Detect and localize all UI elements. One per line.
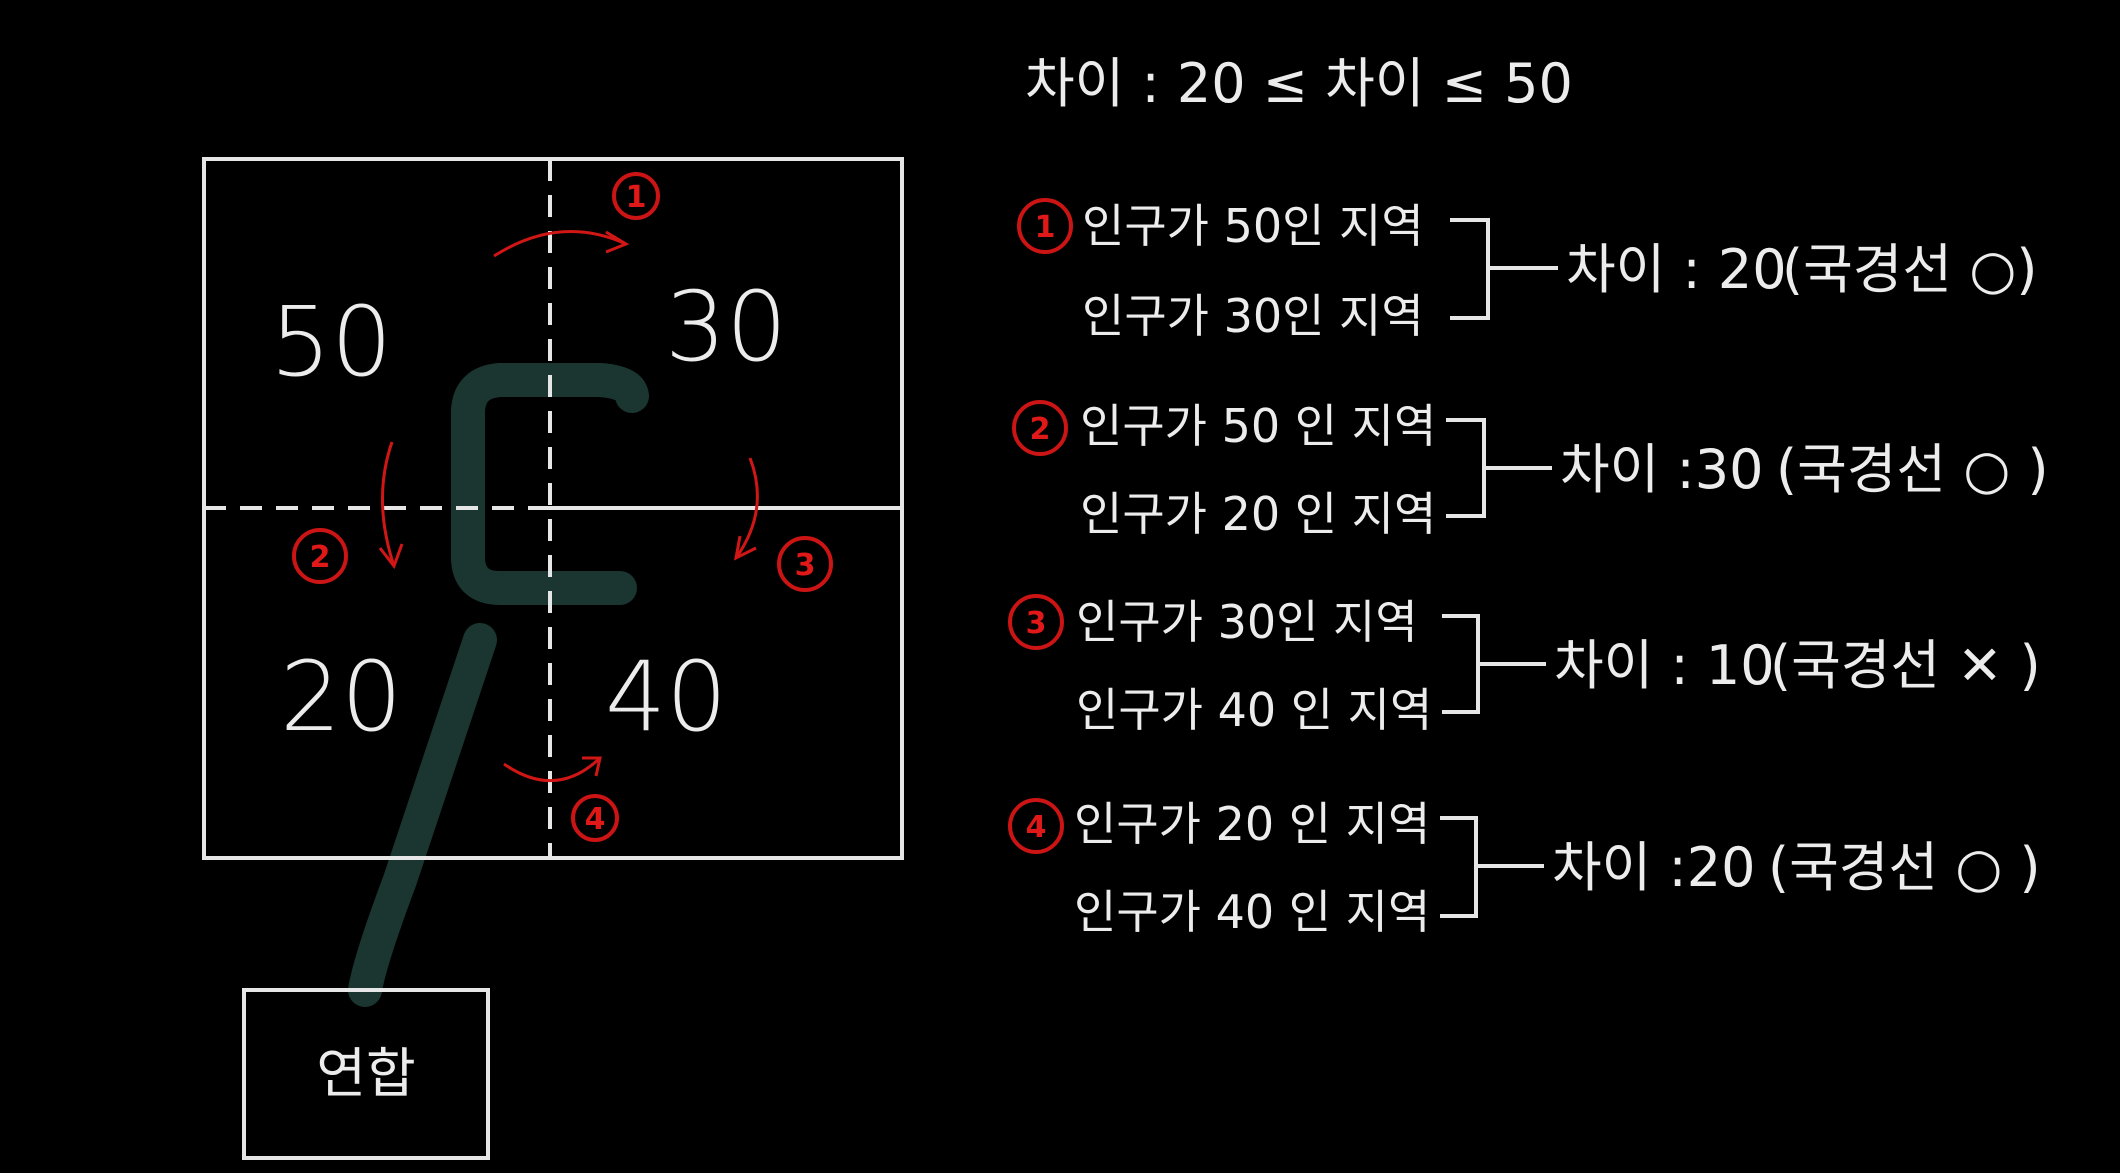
svg-text:3: 3 — [1026, 606, 1047, 641]
svg-text:인구가 30인 지역: 인구가 30인 지역 — [1076, 595, 1418, 649]
svg-text:1: 1 — [626, 180, 647, 215]
arrow-badge-1: 1 — [612, 172, 660, 220]
cell-top-left: 50 — [270, 286, 392, 398]
case-4: 4 인구가 20 인 지역 인구가 40 인 지역 차이 :20 (국경선 ○ … — [1008, 797, 2041, 939]
svg-text:인구가 40 인 지역: 인구가 40 인 지역 — [1076, 683, 1432, 737]
svg-text:2: 2 — [310, 540, 331, 575]
svg-text:인구가 20 인 지역: 인구가 20 인 지역 — [1074, 797, 1430, 851]
union-box — [242, 988, 490, 1160]
svg-text:차이 :20: 차이 :20 — [1552, 836, 1755, 899]
svg-text:인구가 30인 지역: 인구가 30인 지역 — [1082, 289, 1424, 343]
union-label: 연합 — [316, 1042, 415, 1105]
arrow-4-head — [582, 756, 602, 777]
arrow-4 — [503, 756, 602, 783]
svg-text:차이 : 10: 차이 : 10 — [1554, 634, 1775, 697]
svg-text:4: 4 — [585, 802, 606, 837]
arrow-badge-4: 4 — [571, 794, 619, 842]
svg-text:(국경선 ✕ ): (국경선 ✕ ) — [1770, 634, 2041, 697]
case-1: 1 인구가 50인 지역 인구가 30인 지역 차이 : 20 (국경선 ○) — [1017, 198, 2037, 343]
arrow-badge-3: 3 — [777, 536, 833, 592]
svg-text:(국경선 ○ ): (국경선 ○ ) — [1768, 836, 2041, 899]
arrow-3 — [734, 457, 759, 559]
svg-text:4: 4 — [1026, 810, 1047, 845]
svg-text:(국경선 ○): (국경선 ○) — [1782, 238, 2037, 301]
svg-text:인구가 50인 지역: 인구가 50인 지역 — [1082, 199, 1424, 253]
svg-text:2: 2 — [1030, 412, 1051, 447]
arrow-1-head — [605, 230, 630, 254]
svg-text:1: 1 — [1035, 210, 1056, 245]
union-highlight-stroke — [348, 363, 649, 1007]
svg-text:차이 : 20: 차이 : 20 — [1566, 238, 1787, 301]
arrow-2 — [381, 441, 396, 567]
case-3: 3 인구가 30인 지역 인구가 40 인 지역 차이 : 10 (국경선 ✕ … — [1008, 594, 2041, 737]
condition-text: 차이 : 20 ≤ 차이 ≤ 50 — [1025, 52, 1573, 115]
arrow-badge-2: 2 — [292, 528, 348, 584]
svg-text:인구가 40 인 지역: 인구가 40 인 지역 — [1074, 885, 1430, 939]
svg-text:3: 3 — [795, 548, 816, 583]
cell-top-right: 30 — [665, 271, 787, 383]
arrow-2-head — [378, 543, 404, 570]
cell-bottom-right: 40 — [605, 641, 727, 753]
case-2: 2 인구가 50 인 지역 인구가 20 인 지역 차이 :30 (국경선 ○ … — [1012, 399, 2049, 541]
svg-text:인구가 20 인 지역: 인구가 20 인 지역 — [1080, 487, 1436, 541]
svg-text:인구가 50 인 지역: 인구가 50 인 지역 — [1080, 399, 1436, 453]
arrow-3-head — [733, 535, 757, 561]
svg-text:(국경선 ○ ): (국경선 ○ ) — [1776, 438, 2049, 501]
cell-bottom-left: 20 — [280, 641, 402, 753]
svg-text:차이 :30: 차이 :30 — [1560, 438, 1763, 501]
arrow-1 — [493, 230, 627, 258]
